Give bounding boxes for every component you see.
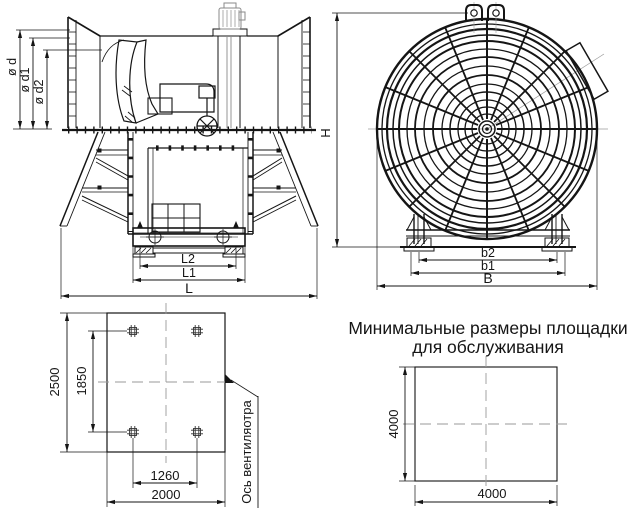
lifting-lugs (465, 2, 505, 33)
vibration-isolators (132, 246, 246, 258)
dim-label-d: ø d (5, 58, 19, 76)
front-view-labels: H b2 b1 B (318, 128, 495, 286)
dim-label-d2: ø d2 (32, 79, 46, 104)
service-pad-dimensions (399, 366, 558, 506)
dim-label-4000-h: 4000 (478, 486, 507, 501)
panel-ticks (69, 31, 310, 117)
dim-label-L1: L1 (182, 266, 196, 280)
dim-label-4000-v: 4000 (386, 410, 401, 439)
dim-label-b1: b1 (481, 259, 495, 273)
axis-note: Ось вентиляотра (239, 400, 254, 504)
dim-label-L2: L2 (181, 252, 195, 266)
foundation-dimensions (60, 312, 226, 507)
rim-box (565, 41, 609, 101)
dim-label-H: H (318, 128, 333, 137)
motor-icon (212, 2, 248, 128)
dim-label-1850: 1850 (74, 367, 89, 396)
impeller-sketch (101, 39, 215, 124)
dim-label-2000: 2000 (152, 487, 181, 502)
service-pad (399, 356, 569, 506)
side-view (13, 2, 319, 299)
diameter-dimensions (13, 29, 102, 130)
dim-label-B: B (483, 270, 492, 286)
dim-label-2500: 2500 (47, 368, 62, 397)
front-view (332, 2, 609, 290)
front-dimensions (332, 12, 598, 290)
dim-label-L: L (185, 280, 193, 296)
foundation-plan (60, 303, 259, 508)
service-pad-title-line1: Минимальные размеры площадки (348, 318, 627, 338)
support-stand (400, 214, 576, 252)
anchor-bolts (127, 325, 203, 438)
length-dimensions (60, 228, 318, 299)
dim-label-b2: b2 (481, 246, 495, 260)
dim-label-d1: ø d1 (18, 67, 32, 92)
foundation-labels: 2500 1850 1260 2000 Ось вентиляотра (47, 367, 254, 504)
side-view-labels: ø d ø d1 ø d2 L2 L1 L (5, 58, 196, 296)
service-pad-title-line2: для обслуживания (412, 337, 563, 357)
grille-spokes (377, 19, 597, 239)
service-pad-labels: Минимальные размеры площадки для обслужи… (348, 318, 627, 501)
base-frame (132, 227, 246, 247)
dim-label-1260: 1260 (151, 468, 180, 483)
